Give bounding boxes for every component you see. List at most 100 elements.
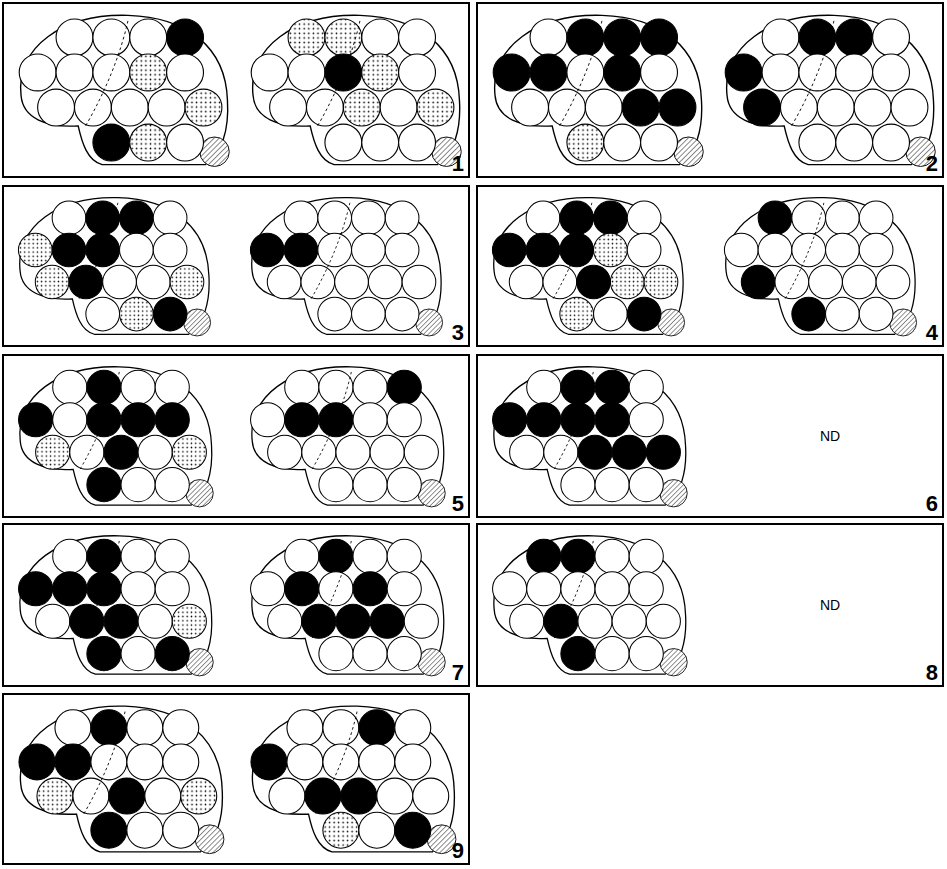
sulcus-line (84, 712, 125, 814)
recording-site (561, 370, 595, 404)
recording-site (404, 604, 438, 638)
recording-site (561, 572, 595, 606)
recording-site (155, 637, 189, 671)
recording-site (627, 233, 661, 267)
recording-site (567, 19, 604, 56)
brain-view (19, 367, 214, 507)
recording-site (891, 89, 928, 126)
recording-site (758, 201, 792, 235)
recording-site (319, 572, 353, 606)
recording-site (287, 710, 323, 746)
recording-site (318, 233, 352, 267)
recording-site (612, 435, 646, 469)
recording-site (385, 297, 419, 331)
recording-site (792, 233, 826, 267)
recording-site (319, 468, 353, 502)
recording-site (19, 403, 53, 437)
recording-site (91, 710, 127, 746)
recording-site (595, 468, 629, 502)
sulcus-line (311, 203, 350, 299)
recording-site (251, 572, 285, 606)
recording-site (543, 265, 577, 299)
recording-site (285, 370, 319, 404)
recording-site (809, 265, 843, 299)
brain-view (19, 15, 229, 166)
brain-view (493, 367, 688, 507)
figure-panel: 4 (476, 185, 944, 347)
recording-site (19, 744, 55, 780)
recording-site (362, 124, 399, 161)
figure-panel: 5 (2, 354, 470, 518)
recording-site (74, 89, 111, 126)
recording-site (627, 201, 661, 235)
recording-site (52, 201, 86, 235)
recording-site (19, 54, 56, 91)
recording-site (155, 572, 189, 606)
recording-site (629, 637, 663, 671)
recording-site (646, 604, 680, 638)
cerebellum (660, 649, 687, 676)
brain-outline (252, 536, 444, 674)
recording-site (163, 812, 199, 848)
recording-site (284, 233, 318, 267)
recording-site (526, 201, 560, 235)
not-done-note: ND (820, 428, 840, 444)
recording-site (492, 233, 526, 267)
recording-site (163, 710, 199, 746)
recording-site (859, 297, 893, 331)
recording-site (306, 89, 343, 126)
sulcus-line (318, 21, 360, 126)
recording-site (86, 201, 120, 235)
recording-site (336, 604, 370, 638)
cerebellum (660, 480, 687, 507)
brain-view (19, 706, 224, 853)
panel-number: 5 (452, 492, 464, 516)
recording-site (87, 572, 121, 606)
recording-site (595, 637, 629, 671)
recording-site (163, 744, 199, 780)
recording-site (567, 54, 604, 91)
recording-site (353, 468, 387, 502)
brain-outline (494, 367, 686, 505)
recording-site (509, 265, 543, 299)
brain-outline (727, 15, 934, 164)
recording-site (595, 539, 629, 573)
recording-site (725, 54, 762, 91)
recording-site (70, 604, 104, 638)
recording-site (136, 265, 170, 299)
cerebellum (184, 309, 211, 336)
recording-site (170, 265, 204, 299)
recording-site (380, 89, 417, 126)
cerebellum (427, 825, 456, 854)
cerebellum (418, 649, 445, 676)
sulcus-line (316, 712, 357, 814)
recording-site (362, 54, 399, 91)
recording-site (91, 812, 127, 848)
recording-site (758, 233, 792, 267)
panel-number: 7 (452, 661, 464, 685)
sulcus-line (80, 541, 119, 638)
recording-site (130, 19, 167, 56)
sulcus-line (560, 21, 602, 126)
sulcus-line (792, 21, 834, 126)
recording-site (121, 468, 155, 502)
recording-site (792, 201, 826, 235)
recording-site (873, 19, 910, 56)
panel-number: 9 (452, 839, 464, 863)
recording-site (585, 89, 622, 126)
recording-site (404, 435, 438, 469)
recording-site (185, 89, 222, 126)
recording-site (826, 233, 860, 267)
recording-site (604, 54, 641, 91)
recording-site (251, 744, 287, 780)
recording-site (385, 233, 419, 267)
recording-site (527, 572, 561, 606)
recording-site (251, 403, 285, 437)
recording-site (544, 604, 578, 638)
recording-site (172, 435, 206, 469)
recording-site (120, 233, 154, 267)
recording-site (399, 124, 436, 161)
recording-site (103, 265, 137, 299)
recording-site (138, 435, 172, 469)
panel-number: 1 (452, 152, 464, 176)
